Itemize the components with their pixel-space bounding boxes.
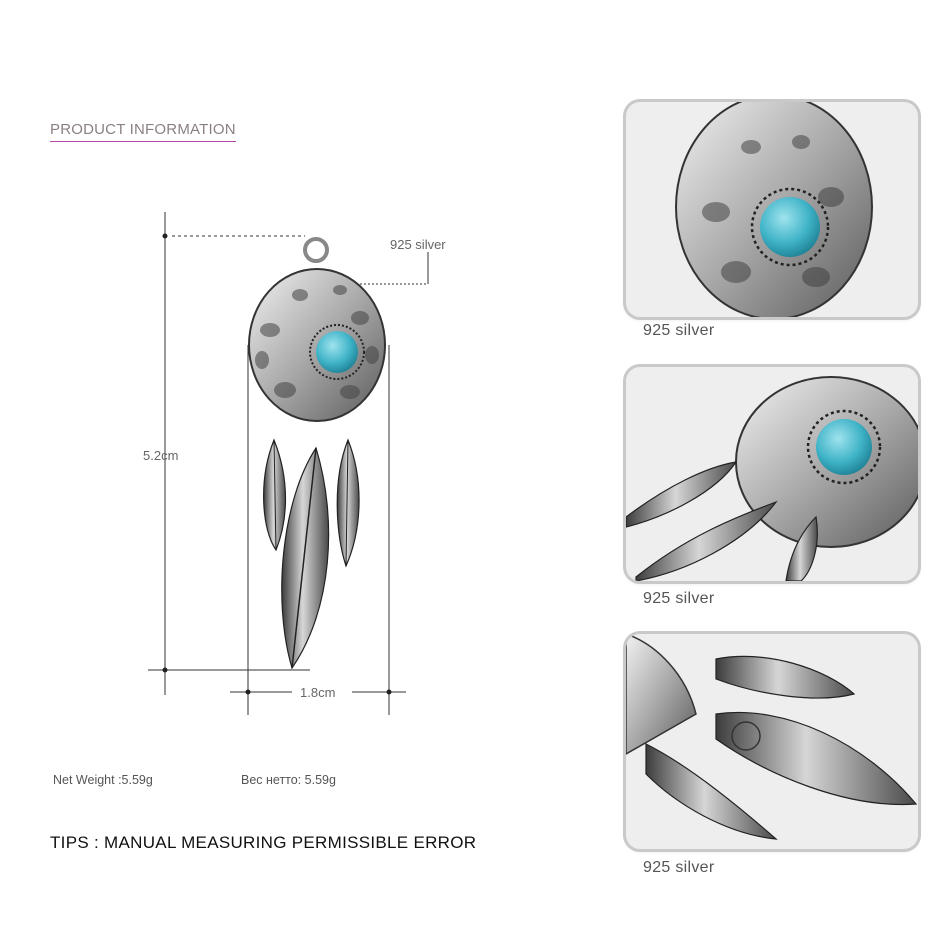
panel-caption-2: 925 silver <box>643 590 715 607</box>
panel-caption-1: 925 silver <box>643 322 715 339</box>
panel-caption-3: 925 silver <box>643 859 715 876</box>
height-label: 5.2cm <box>143 448 179 463</box>
detail-photo-side <box>626 367 918 581</box>
net-weight: Net Weight :5.59g <box>53 773 153 787</box>
dimension-dots <box>162 233 392 695</box>
net-weight-russian: Вес нетто: 5.59g <box>241 773 336 787</box>
dimension-lines <box>148 212 429 715</box>
detail-photo-front <box>626 102 918 317</box>
pendant-illustration <box>248 237 386 670</box>
detail-photo-feathers <box>626 634 918 849</box>
product-diagram <box>148 212 429 715</box>
material-label: 925 silver <box>390 237 446 252</box>
width-label: 1.8cm <box>300 685 336 700</box>
section-title: PRODUCT INFORMATION <box>50 121 236 142</box>
tips-text: TIPS : MANUAL MEASURING PERMISSIBLE ERRO… <box>50 833 477 852</box>
